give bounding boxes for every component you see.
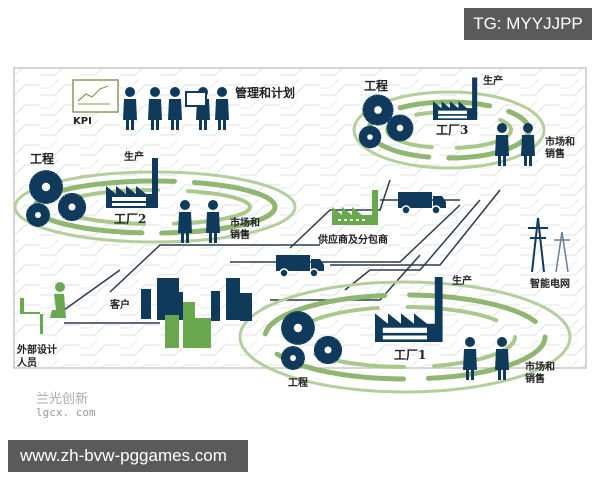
external-designer-line2: 人员	[17, 358, 37, 369]
factory3-sales-line2: 销售	[545, 149, 565, 160]
external-designer-line1: 外部设计	[17, 345, 57, 356]
kpi-chart-icon	[72, 79, 119, 113]
watermark-cn: 兰光创新	[36, 392, 89, 407]
factory1-sales-line2: 销售	[525, 374, 545, 385]
factory2-production-label: 生产	[124, 152, 144, 163]
management-label: 管理和计划	[235, 86, 296, 100]
factory3-name: 工厂3	[436, 123, 469, 137]
factory2-engineering-label: 工程	[30, 152, 55, 166]
factory1-sales-line1: 市场和	[525, 362, 555, 373]
supplier-label: 供应商及分包商	[318, 235, 388, 246]
watermark-url: lgcx. com	[36, 406, 96, 419]
tg-badge: TG: MYYJJPP	[464, 8, 592, 40]
factory1-production-label: 生产	[452, 276, 472, 287]
factory2-name: 工厂2	[114, 212, 147, 226]
factory3-sales-line1: 市场和	[545, 137, 575, 148]
url-badge[interactable]: www.zh-bvw-pggames.com	[8, 440, 248, 472]
factory1-name: 工厂1	[394, 348, 427, 362]
factory2-sales-line2: 销售	[230, 230, 250, 241]
factory3-production-label: 生产	[483, 76, 503, 87]
factory2-sales-line1: 市场和	[230, 218, 260, 229]
factory1-engineering-label: 工程	[288, 378, 308, 389]
smart-grid-label: 智能电网	[530, 279, 570, 290]
kpi-label: KPI	[73, 116, 92, 127]
customer-label: 客户	[110, 300, 130, 311]
factory3-engineering-label: 工程	[364, 79, 389, 93]
